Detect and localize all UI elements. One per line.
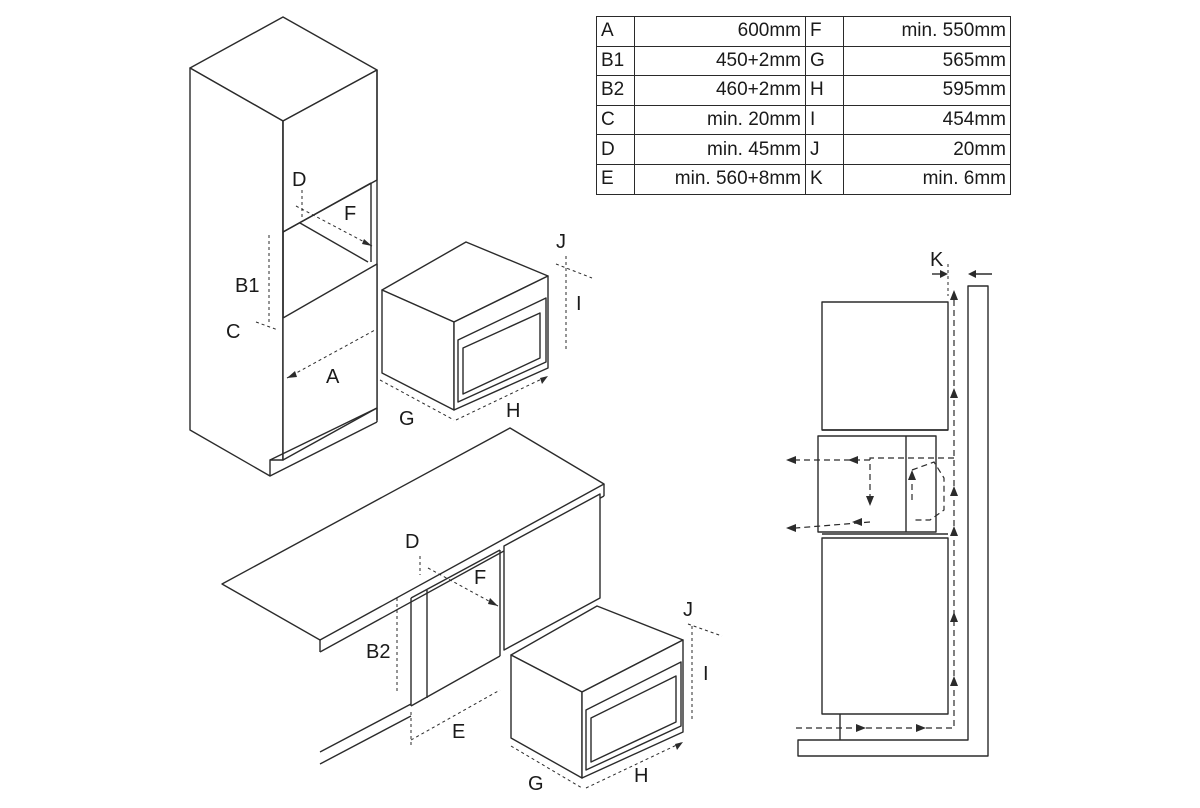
side-oven — [817, 435, 937, 533]
dim-value: min. 550mm — [843, 16, 1011, 47]
table-row: E min. 560+8mm K min. 6mm — [596, 163, 1011, 195]
oven-bottom-label-I: I — [703, 663, 709, 685]
tall-label-D: D — [292, 169, 306, 191]
oven-bottom-label-G: G — [528, 773, 544, 795]
oven-bottom: J I G H — [510, 599, 723, 795]
oven-top-label-H: H — [506, 400, 520, 422]
tall-label-C: C — [226, 321, 240, 343]
dim-key: C — [596, 104, 635, 136]
side-label-K: K — [930, 249, 944, 271]
oven-top-label-I: I — [576, 293, 582, 315]
dim-key: A — [596, 16, 635, 47]
dim-key: B2 — [596, 75, 635, 106]
side-cabinet-upper — [821, 301, 949, 431]
base-label-B2: B2 — [366, 641, 390, 663]
side-section: K — [786, 249, 992, 757]
table-row: B1 450+2mm G 565mm — [596, 45, 1011, 77]
dim-key: I — [805, 104, 844, 136]
wall — [797, 285, 989, 757]
table-row: D min. 45mm J 20mm — [596, 134, 1011, 165]
oven-top-label-G: G — [399, 408, 415, 430]
tall-label-A: A — [326, 366, 340, 388]
base-unit-right — [503, 493, 601, 651]
table-row: C min. 20mm I 454mm — [596, 104, 1011, 136]
oven-top-label-J: J — [556, 231, 566, 253]
dim-value: min. 20mm — [634, 104, 806, 136]
base-label-E: E — [452, 721, 465, 743]
tall-label-F: F — [344, 203, 356, 225]
dim-value: 454mm — [843, 104, 1011, 136]
dim-value: 460+2mm — [634, 75, 806, 106]
dim-key: J — [805, 134, 844, 165]
dimensions-table: A 600mm F min. 550mm B1 450+2mm G 565mm … — [596, 16, 1011, 195]
tall-label-B1: B1 — [235, 275, 259, 297]
dim-value: 600mm — [634, 16, 806, 47]
dim-key: B1 — [596, 45, 635, 77]
dim-key: E — [596, 163, 635, 195]
dim-value: 595mm — [843, 75, 1011, 106]
dim-key: H — [805, 75, 844, 106]
table-row: B2 460+2mm H 595mm — [596, 75, 1011, 106]
oven-top-front — [453, 275, 549, 411]
oven-top: J I G H — [379, 231, 593, 430]
dim-value: 20mm — [843, 134, 1011, 165]
base-label-F: F — [474, 567, 486, 589]
dim-key: G — [805, 45, 844, 77]
dim-key: D — [596, 134, 635, 165]
table-row: A 600mm F min. 550mm — [596, 16, 1011, 47]
tall-cabinet: D F B1 C A — [189, 16, 378, 477]
dim-value: 450+2mm — [634, 45, 806, 77]
dim-value: min. 560+8mm — [634, 163, 806, 195]
dim-value: min. 45mm — [634, 134, 806, 165]
dim-key: K — [805, 163, 844, 195]
base-label-D: D — [405, 531, 419, 553]
oven-bottom-label-H: H — [634, 765, 648, 787]
base-cabinets: D F B2 E — [221, 427, 605, 765]
dim-key: F — [805, 16, 844, 47]
dim-value: min. 6mm — [843, 163, 1011, 195]
oven-bottom-label-J: J — [683, 599, 693, 621]
dim-value: 565mm — [843, 45, 1011, 77]
side-cabinet-lower — [821, 537, 949, 715]
